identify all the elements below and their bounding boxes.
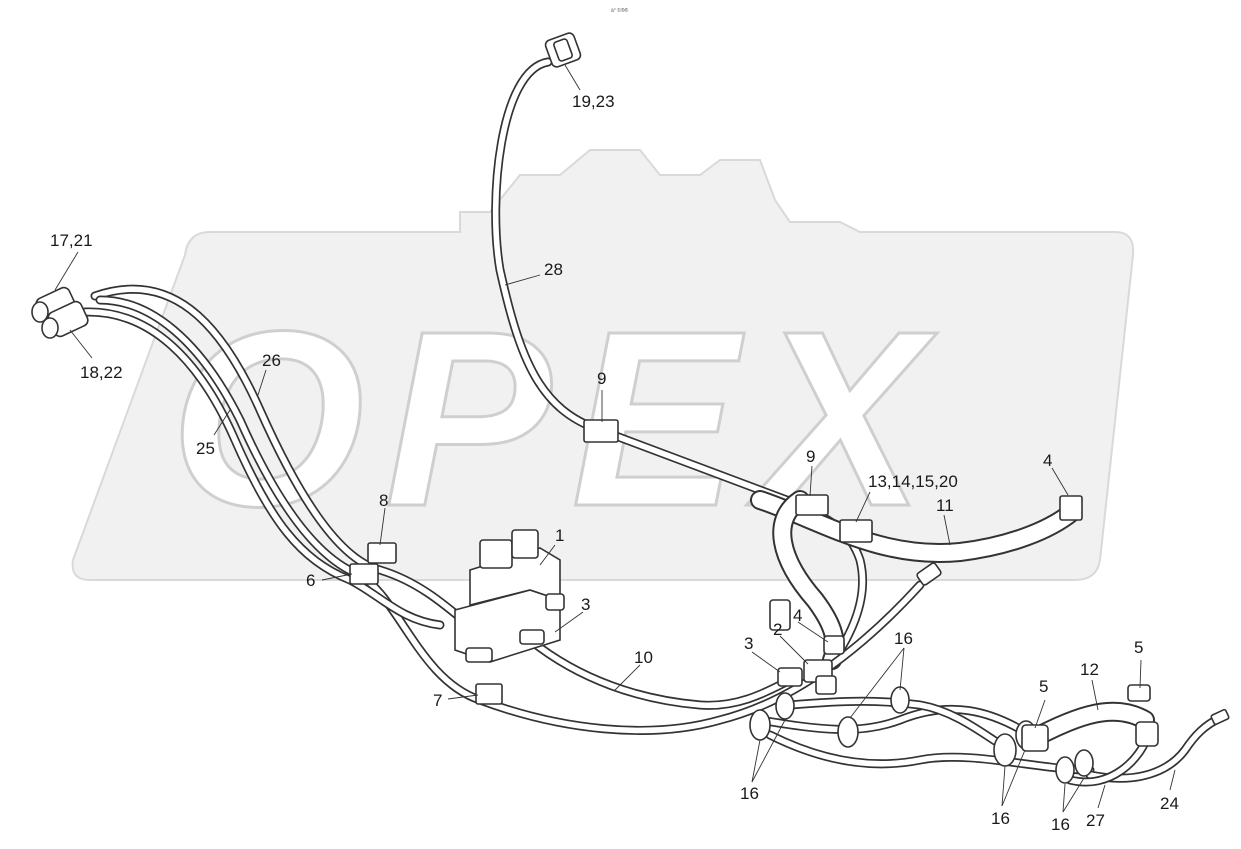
clamp-9-upper [583, 419, 619, 443]
callout-16-top: 16 [894, 629, 913, 648]
callout-2: 2 [773, 620, 782, 639]
callout-labels: 17,21 18,22 19,23 28 26 25 9 9 13,14,15,… [50, 92, 1179, 834]
clamp-9-lower [795, 494, 829, 516]
callout-5-left: 5 [1039, 677, 1048, 696]
watermark-gear [71, 149, 1135, 581]
callout-16-right: 16 [1051, 815, 1070, 834]
callout-19-23: 19,23 [572, 92, 615, 111]
callout-10: 10 [634, 648, 653, 667]
coupling-19-23 [544, 32, 582, 68]
callout-25: 25 [196, 439, 215, 458]
callout-9-lower: 9 [806, 447, 815, 466]
callout-16-middle: 16 [991, 809, 1010, 828]
elbow-fitting-right [916, 562, 942, 586]
callout-8: 8 [379, 491, 388, 510]
valve-block [454, 529, 565, 663]
watermark-logo: OPEX [71, 149, 1135, 581]
callout-28: 28 [544, 260, 563, 279]
clamp-13 [839, 519, 873, 543]
callout-3-lower: 3 [744, 634, 753, 653]
clamp-8 [367, 542, 397, 564]
hose-end-24 [1210, 708, 1230, 726]
callout-7: 7 [433, 691, 442, 710]
leader-lines [54, 64, 1176, 813]
fittings-5 [1021, 684, 1159, 752]
callout-4-right: 4 [1043, 451, 1052, 470]
callout-9-upper: 9 [597, 369, 606, 388]
fittings-center [769, 599, 845, 695]
callout-18-22: 18,22 [80, 363, 123, 382]
callout-11: 11 [936, 496, 954, 515]
callout-17-21: 17,21 [50, 231, 93, 250]
callout-16-left: 16 [740, 784, 759, 803]
clamp-7 [475, 683, 503, 705]
callout-27: 27 [1086, 811, 1105, 830]
callout-24: 24 [1160, 794, 1179, 813]
coupling-18-22 [41, 300, 89, 339]
callout-12: 12 [1080, 660, 1099, 679]
header-text: ä° ©®® [611, 7, 629, 14]
clamp-4-right [1059, 495, 1083, 521]
callout-26: 26 [262, 351, 281, 370]
callout-13-14-15-20: 13,14,15,20 [868, 472, 958, 491]
clamps [349, 419, 1083, 705]
clamp-6 [349, 563, 379, 585]
couplings [31, 32, 1230, 726]
callout-1: 1 [555, 526, 564, 545]
callout-4-center: 4 [793, 606, 802, 625]
callout-3-right: 3 [581, 595, 590, 614]
callout-6: 6 [306, 571, 315, 590]
callout-5-right: 5 [1134, 638, 1143, 657]
